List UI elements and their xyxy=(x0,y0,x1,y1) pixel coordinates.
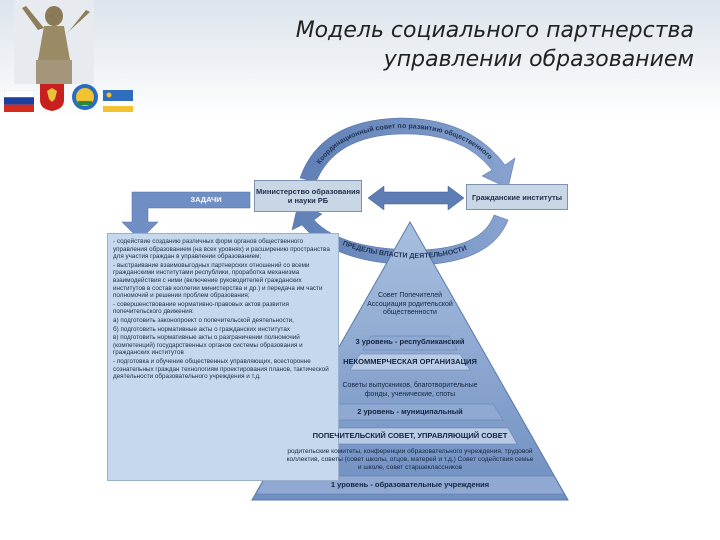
civil-institutes-box: Гражданские институты xyxy=(466,184,568,210)
top-arc-arrow xyxy=(299,117,516,189)
title-line-1: Модель социального партнерства xyxy=(295,18,694,43)
tasks-label: ЗАДАЧИ xyxy=(190,194,222,204)
level3-label: 3 уровень - республиканский xyxy=(355,337,465,346)
russia-coat-of-arms-icon xyxy=(40,84,64,111)
pyramid-band-org xyxy=(349,353,471,371)
task-item: - подготовка и обучение общественных упр… xyxy=(113,357,329,381)
buryatia-coat-of-arms-icon xyxy=(72,84,98,110)
tasks-label-box: ЗАДАЧИ xyxy=(174,192,238,206)
level3-body: Совет Попечителей Ассоциация родительско… xyxy=(367,292,453,316)
task-item: б) подготовить нормативные акты о гражда… xyxy=(113,325,291,333)
emblems-row xyxy=(4,82,133,112)
ministry-box-label: Министерство образования и науки РБ xyxy=(256,187,360,205)
task-item: - содействие созданию различных форм орг… xyxy=(113,238,330,261)
civil-box-label: Гражданские институты xyxy=(471,192,563,202)
task-item: в) подготовить нормативные акты о разгра… xyxy=(113,334,303,357)
russia-flag-icon xyxy=(4,90,34,112)
level1-label: 1 уровень - образовательные учреждения xyxy=(330,480,490,489)
task-item: - совершенствование нормативно-правовых … xyxy=(113,300,289,316)
arc-top-text: Координационный совет по развитию общест… xyxy=(0,0,493,166)
ministry-box: Министерство образования и науки РБ xyxy=(254,180,362,212)
pyramid-band-level3 xyxy=(362,335,458,351)
task-item: - выстраивание взаимовыгодных партнерски… xyxy=(113,261,323,300)
page-title: Модель социального партнерства управлени… xyxy=(174,16,694,74)
level2-label: 2 уровень - муниципальный xyxy=(357,407,463,416)
monument-statue-icon xyxy=(14,0,94,84)
title-line-2: управлении образованием xyxy=(383,47,694,72)
bottom-arc-arrow xyxy=(291,203,509,266)
level1-body: родительские комитеты, конференции образ… xyxy=(286,448,534,471)
task-item: а) подготовить законопроект о попечитель… xyxy=(113,316,294,324)
buryatia-flag-icon xyxy=(103,90,133,112)
ministry-civil-arrow xyxy=(367,185,465,211)
level2-body: Советы выпускников, благотворительные фо… xyxy=(342,382,478,398)
level3-org: НЕКОММЕРЧЕСКАЯ ОРГАНИЗАЦИЯ xyxy=(343,357,477,366)
tasks-list: - содействие созданию различных форм орг… xyxy=(107,233,339,481)
tasks-arrow xyxy=(121,191,251,241)
level1-org: ПОПЕЧИТЕЛЬСКИЙ СОВЕТ, УПРАВЛЯЮЩИЙ СОВЕТ xyxy=(312,431,508,440)
